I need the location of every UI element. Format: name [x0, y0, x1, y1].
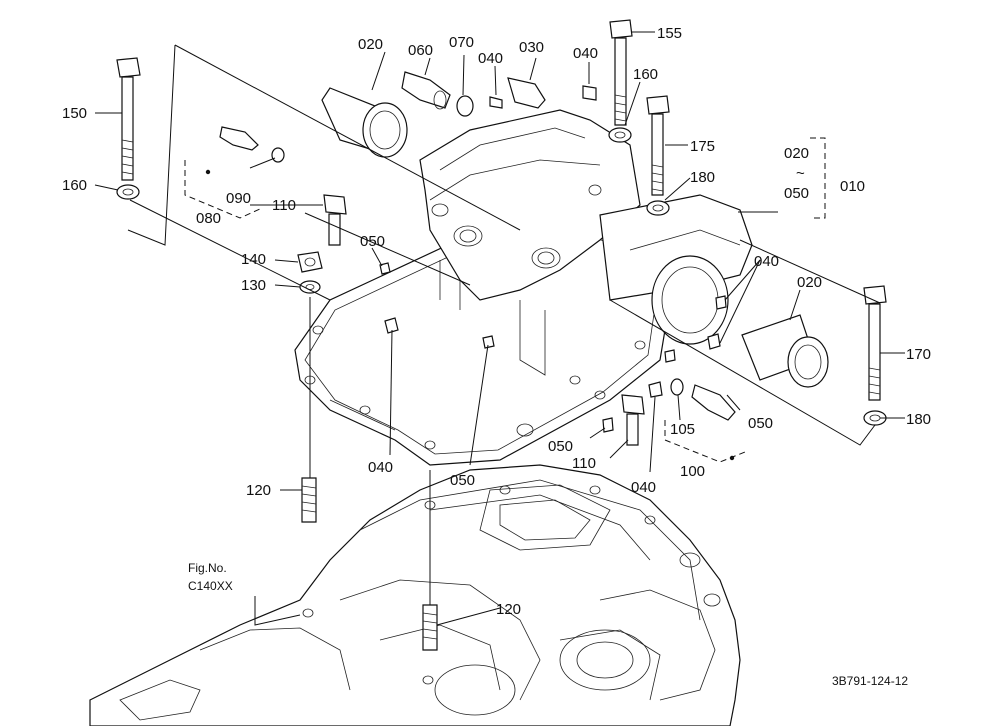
washer-180-top [646, 200, 670, 216]
leader-lines [94, 31, 905, 626]
callout-050-bottom: 050 [450, 472, 475, 489]
lift-arm-bosses [599, 194, 753, 345]
callout-180-right: 180 [906, 411, 931, 428]
bushing-020-top [321, 87, 408, 158]
figure-ref-code: C140XX [188, 579, 233, 593]
callout-010: 010 [840, 178, 865, 195]
plug-040-topright [582, 85, 597, 101]
callout-155: 155 [657, 25, 682, 42]
callout-120-left: 120 [246, 482, 271, 499]
bolt-170 [863, 285, 887, 401]
callout-110-left: 110 [272, 197, 296, 214]
callout-020-top: 020 [358, 36, 383, 53]
callout-160-right: 160 [633, 66, 658, 83]
bolt-150 [116, 57, 141, 181]
callout-050-lower: 050 [548, 438, 573, 455]
callout-070: 070 [449, 34, 474, 51]
callout-130: 130 [241, 277, 266, 294]
callout-030: 030 [519, 39, 544, 56]
callout-040-mid: 040 [754, 253, 779, 270]
callout-050-left: 050 [360, 233, 385, 250]
stud-120-bottom [422, 604, 438, 651]
nut-140 [297, 251, 323, 273]
callout-080: 080 [196, 210, 221, 227]
bolt-175 [646, 95, 670, 196]
drawing-number: 3B791-124-12 [832, 674, 908, 688]
fitting-090-assembly [219, 126, 285, 163]
callout-150: 150 [62, 105, 87, 122]
cylinder-body [419, 109, 641, 376]
callout-170: 170 [906, 346, 931, 363]
callout-120-bottom: 120 [496, 601, 521, 618]
plug-030 [507, 77, 546, 109]
fitting-105-assembly [670, 378, 736, 421]
transmission-case [89, 464, 741, 726]
callout-labels: 020 060 070 040 030 040 155 160 175 180 … [62, 25, 931, 688]
callout-180-top: 180 [690, 169, 715, 186]
bolt-110-lower [621, 394, 645, 446]
callout-020-group: 020 [784, 145, 809, 162]
washer-160-right [608, 127, 632, 143]
fitting-060 [401, 71, 451, 110]
plug-040-top [489, 96, 503, 109]
callout-160-left: 160 [62, 177, 87, 194]
callout-050-group: 050 [784, 185, 809, 202]
figure-ref-label: Fig.No. [188, 561, 227, 575]
callout-020-right: 020 [797, 274, 822, 291]
washer-160-left [116, 184, 140, 200]
callout-040-top: 040 [478, 50, 503, 67]
callout-050-right: 050 [748, 415, 773, 432]
callout-105: 105 [670, 421, 695, 438]
oring-070 [456, 95, 474, 117]
callout-040-topright: 040 [573, 45, 598, 62]
callout-140: 140 [241, 251, 266, 268]
bolt-110-left [323, 194, 347, 246]
callout-tilde: ~ [796, 165, 805, 182]
callout-090: 090 [226, 190, 251, 207]
bolt-155 [609, 19, 633, 126]
small-plugs [379, 262, 727, 433]
stud-120-left [301, 477, 317, 523]
callout-040-lowerleft: 040 [368, 459, 393, 476]
callout-175: 175 [690, 138, 715, 155]
bushing-020-right [741, 314, 829, 388]
callout-110-lower: 110 [572, 455, 596, 472]
callout-100: 100 [680, 463, 705, 480]
callout-040-lowerright: 040 [631, 479, 656, 496]
callout-060: 060 [408, 42, 433, 59]
